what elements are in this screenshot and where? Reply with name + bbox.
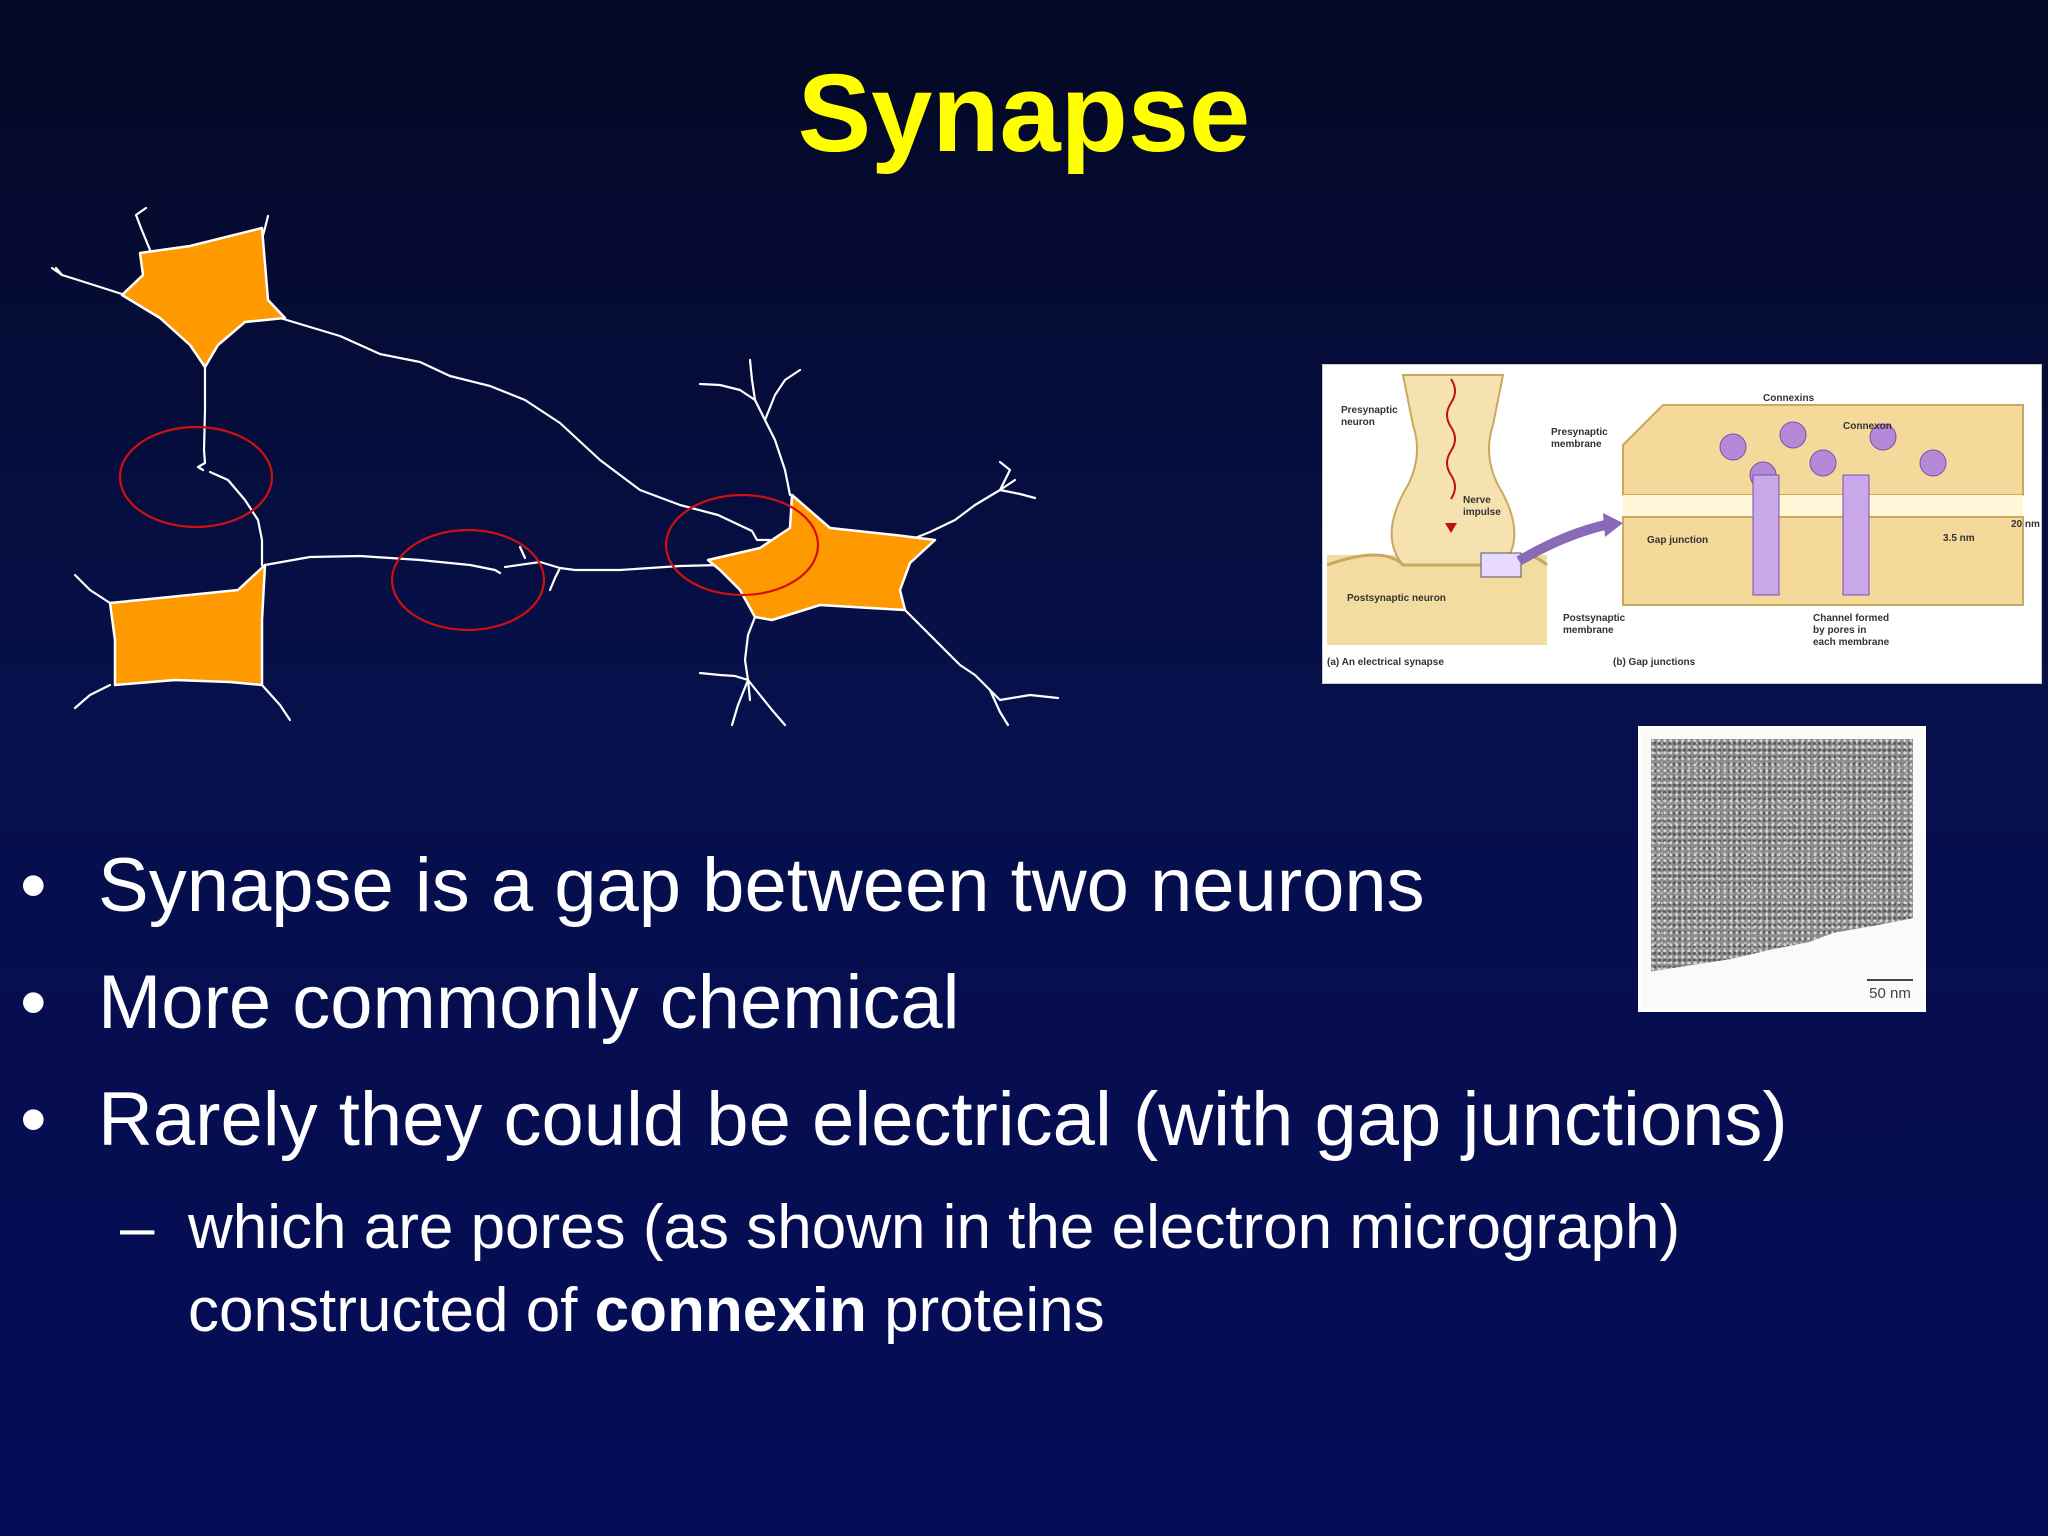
dendrite	[748, 358, 757, 402]
bullet-marker: •	[20, 960, 47, 1046]
dendrite	[730, 678, 750, 727]
dendrite	[746, 678, 787, 727]
svg-text:each membrane: each membrane	[1813, 637, 1890, 648]
label-nerve-impulse: Nerve	[1463, 495, 1491, 506]
gap-band	[1623, 495, 2023, 517]
synapse-circle	[664, 493, 820, 597]
dendrite	[988, 688, 1010, 727]
label-connexon: Connexon	[1843, 421, 1892, 432]
dendrite	[73, 573, 112, 605]
caption-b: (b) Gap junctions	[1613, 657, 1696, 668]
bullet-text: Synapse is a gap between two neurons	[98, 843, 1425, 928]
axon	[548, 566, 562, 592]
soma-bottom-left	[108, 563, 267, 687]
label-gap-junction: Gap junction	[1647, 535, 1708, 546]
label-20nm: 20 nm	[2011, 519, 2040, 530]
axon	[263, 554, 502, 575]
soma-top-left	[120, 226, 287, 369]
bullet-text: Rarely they could be electrical (with ga…	[98, 1077, 1788, 1163]
dendrite	[998, 693, 1060, 702]
dendrite	[50, 266, 64, 277]
electron-micrograph: 50 nm	[1638, 726, 1926, 1012]
presynaptic-terminal	[1390, 374, 1516, 566]
connexin-term: connexin	[594, 1276, 867, 1346]
bullet-item: • Synapse is a gap between two neurons	[0, 840, 2048, 931]
synapse-circle	[390, 528, 546, 632]
dendrite	[134, 206, 152, 252]
label-3-5nm: 3.5 nm	[1943, 533, 1975, 544]
neuron-sketch	[50, 206, 1060, 727]
bullet-marker: •	[20, 1077, 47, 1163]
axon	[503, 560, 722, 572]
nerve-impulse-arrow	[1446, 378, 1456, 500]
dendrite	[908, 478, 1017, 542]
dendrite	[903, 608, 1002, 702]
bullet-list: • Synapse is a gap between two neurons •…	[0, 840, 2048, 1353]
dendrite	[260, 683, 292, 722]
bullet-text: More commonly chemical	[98, 960, 960, 1046]
soma-right	[706, 493, 937, 622]
scale-label: 50 nm	[1869, 985, 1911, 1002]
scale-bar	[1867, 979, 1913, 981]
sub-bullet-line1: which are pores (as shown in the electro…	[188, 1192, 1681, 1262]
postsynaptic-membrane	[1622, 516, 2024, 606]
synapse-circle	[118, 425, 274, 529]
gap-junction-diagram: Presynaptic neuron Nerve impulse Postsyn…	[1322, 364, 2042, 684]
sub-bullet-prefix: constructed of	[188, 1276, 595, 1346]
svg-text:neuron: neuron	[1341, 417, 1375, 428]
label-postsynaptic-neuron: Postsynaptic neuron	[1347, 593, 1446, 604]
axon-branch	[196, 365, 207, 472]
dendrite	[54, 266, 127, 297]
sub-bullet-marker: –	[120, 1192, 155, 1262]
bullet-marker: •	[20, 843, 47, 928]
label-connexins: Connexins	[1763, 393, 1815, 404]
dendrite	[998, 488, 1037, 500]
dendrite	[743, 615, 757, 702]
svg-text:by pores in: by pores in	[1813, 625, 1866, 636]
label-channel: Channel formed	[1813, 613, 1889, 624]
dendrite	[698, 382, 757, 402]
slide-title: Synapse	[797, 52, 1251, 175]
caption-a: (a) An electrical synapse	[1327, 657, 1444, 668]
dendrite	[73, 683, 112, 710]
svg-text:impulse: impulse	[1463, 507, 1501, 518]
label-presynaptic-membrane: Presynaptic	[1551, 427, 1608, 438]
sub-bullet-suffix: proteins	[866, 1276, 1105, 1346]
dendrite	[698, 671, 750, 682]
svg-text:membrane: membrane	[1551, 439, 1602, 450]
bullet-item: • More commonly chemical	[0, 957, 2048, 1048]
bullet-item: • Rarely they could be electrical (with …	[0, 1074, 2048, 1165]
sub-bullet-item: – which are pores (as shown in the elect…	[0, 1186, 1888, 1353]
dendrite	[998, 460, 1012, 492]
axon	[278, 316, 772, 542]
svg-text:membrane: membrane	[1563, 625, 1614, 636]
label-postsynaptic-membrane: Postsynaptic	[1563, 613, 1626, 624]
dendrite	[753, 398, 792, 497]
label-presynaptic-neuron: Presynaptic	[1341, 405, 1398, 416]
axon	[518, 545, 527, 560]
dendrite	[763, 368, 802, 422]
